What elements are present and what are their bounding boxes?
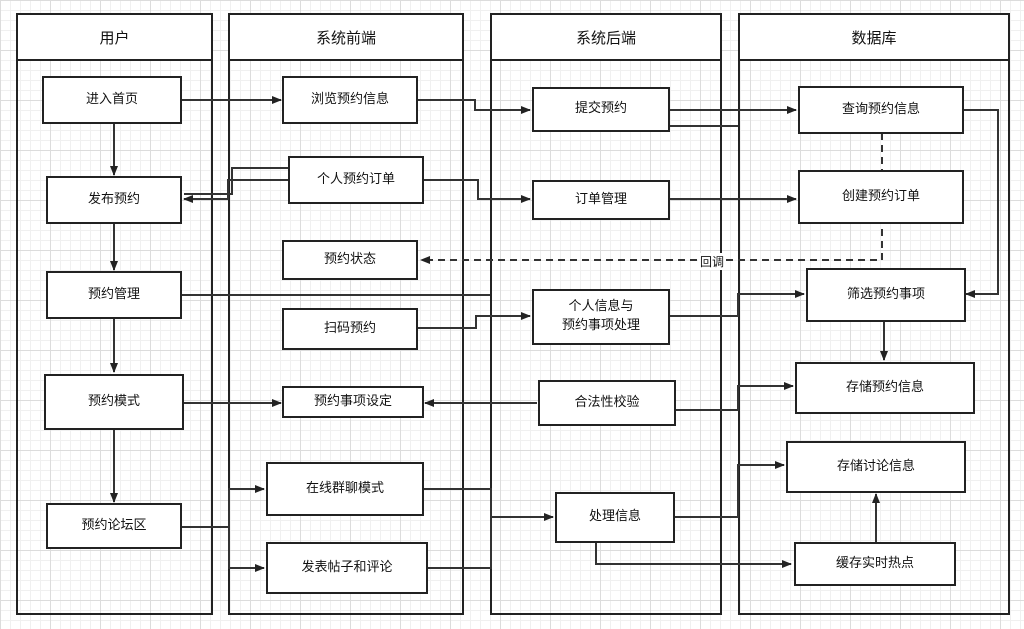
node-store-booking[interactable]: 存储预约信息 <box>795 362 975 414</box>
node-booking-mode[interactable]: 预约模式 <box>44 374 184 430</box>
edge-forum-to-group <box>181 485 265 528</box>
node-enter-home[interactable]: 进入首页 <box>42 76 182 124</box>
edge-validity-to-store <box>675 382 794 411</box>
edge-post-to-lane <box>428 517 492 569</box>
edge-personal-to-filter <box>669 290 805 317</box>
lane-user: 用户 <box>16 13 213 615</box>
node-submit-booking[interactable]: 提交预约 <box>532 87 670 132</box>
node-booking-forum[interactable]: 预约论坛区 <box>46 503 182 549</box>
node-create-order[interactable]: 创建预约订单 <box>798 170 964 224</box>
node-booking-status[interactable]: 预约状态 <box>282 240 418 280</box>
lane-frontend: 系统前端 <box>228 13 464 615</box>
edge-scan-to-personal <box>418 312 531 329</box>
edge-process-to-discussion <box>675 461 785 518</box>
node-cache-hotspot[interactable]: 缓存实时热点 <box>794 542 956 586</box>
node-booking-manage[interactable]: 预约管理 <box>46 271 182 319</box>
node-personal-info-process[interactable]: 个人信息与 预约事项处理 <box>532 289 670 345</box>
lane-backend-title: 系统后端 <box>492 15 720 61</box>
node-browse-booking[interactable]: 浏览预约信息 <box>282 76 418 124</box>
node-process-info[interactable]: 处理信息 <box>555 492 675 543</box>
node-personal-order[interactable]: 个人预约订单 <box>288 156 424 204</box>
node-scan-booking[interactable]: 扫码预约 <box>282 308 418 350</box>
node-validity-check[interactable]: 合法性校验 <box>538 380 676 426</box>
node-filter-items[interactable]: 筛选预约事项 <box>806 268 966 322</box>
edge-order-to-publish <box>183 179 288 203</box>
node-booking-item-setting[interactable]: 预约事项设定 <box>282 386 424 418</box>
node-store-discussion[interactable]: 存储讨论信息 <box>786 441 966 493</box>
lane-database-title: 数据库 <box>740 15 1008 61</box>
edge-group-to-process <box>424 488 554 521</box>
lane-user-title: 用户 <box>18 15 211 61</box>
node-post-comment[interactable]: 发表帖子和评论 <box>266 542 428 594</box>
node-group-chat[interactable]: 在线群聊模式 <box>266 462 424 516</box>
edge-order-to-ordermanage <box>424 179 531 203</box>
edge-query-to-filter <box>963 109 999 298</box>
node-publish-booking[interactable]: 发布预约 <box>46 176 182 224</box>
node-order-manage[interactable]: 订单管理 <box>532 180 670 220</box>
edge-browse-to-submit <box>417 99 531 114</box>
edge-label-callback: 回调 <box>698 253 727 270</box>
node-query-booking[interactable]: 查询预约信息 <box>798 86 964 134</box>
lane-frontend-title: 系统前端 <box>230 15 462 61</box>
lane-backend: 系统后端 <box>490 13 722 615</box>
edge-publish-to-order <box>184 167 288 195</box>
edge-process-to-cache <box>595 542 792 568</box>
edge-forum-to-post <box>228 527 265 572</box>
